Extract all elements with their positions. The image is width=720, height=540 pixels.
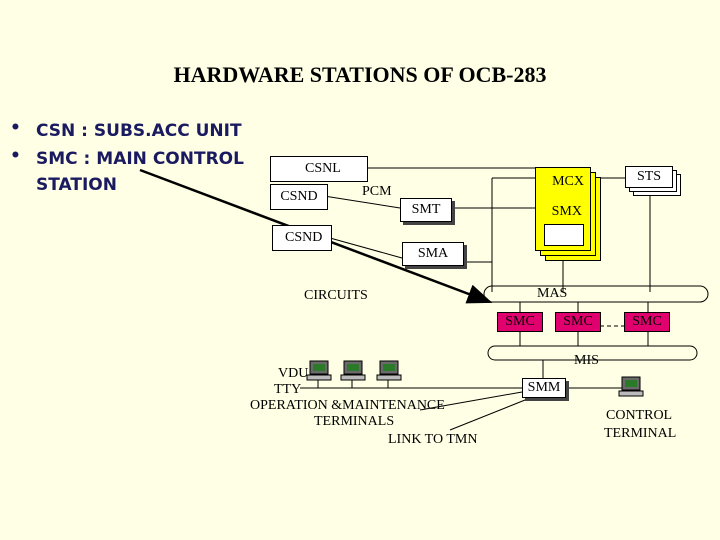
bullet-text: SMC : MAIN CONTROL STATION (36, 149, 244, 195)
smc-label-1: SMC (505, 314, 535, 329)
computer-terminal-icon (306, 360, 332, 387)
mcx-box: MCX SMX (535, 167, 591, 251)
smm-label: SMM (527, 380, 561, 395)
smx-label: SMX (551, 204, 582, 219)
smc-box-2: SMC (555, 312, 601, 332)
csnl-box: CSNL (270, 156, 368, 182)
csnd2-box: CSND (272, 225, 332, 251)
mcx-label: MCX (552, 174, 584, 189)
sma-box: SMA (402, 242, 464, 266)
smt-box: SMT (400, 198, 452, 222)
csnd2-label: CSND (285, 230, 323, 245)
pcm-label: PCM (362, 184, 392, 199)
csnd-box: CSND (270, 184, 328, 210)
csnl-label: CSNL (305, 161, 341, 176)
smc-box-1: SMC (497, 312, 543, 332)
bullet-text: CSN : SUBS.ACC UNIT (36, 121, 242, 141)
smt-label: SMT (411, 202, 441, 217)
bullet-dot: • (10, 118, 21, 138)
page-title: HARDWARE STATIONS OF OCB-283 (173, 62, 547, 87)
om-label: OPERATION &MAINTENANCE (250, 398, 445, 413)
terminal-label: TERMINAL (604, 426, 677, 441)
smc-label-2: SMC (563, 314, 593, 329)
sts-box: STS (625, 166, 673, 188)
computer-terminal-icon (340, 360, 366, 387)
smc-box-3: SMC (624, 312, 670, 332)
csnd-label: CSND (280, 189, 318, 204)
vdu-label: VDU (278, 366, 309, 381)
sts-label: STS (636, 169, 662, 184)
circuits-label: CIRCUITS (304, 288, 368, 303)
mcx-inner-box (544, 224, 584, 246)
bullet-dot: • (10, 146, 21, 166)
smm-box: SMM (522, 378, 566, 398)
mis-label: MIS (574, 353, 599, 368)
control-label: CONTROL (606, 408, 673, 423)
computer-terminal-icon (618, 376, 644, 403)
sma-label: SMA (417, 246, 449, 261)
computer-terminal-icon (376, 360, 402, 387)
terminals-label: TERMINALS (314, 414, 395, 429)
link-tmn-label: LINK TO TMN (388, 432, 478, 447)
mas-label: MAS (537, 286, 568, 301)
smc-label-3: SMC (632, 314, 662, 329)
tty-label: TTY (274, 382, 302, 397)
